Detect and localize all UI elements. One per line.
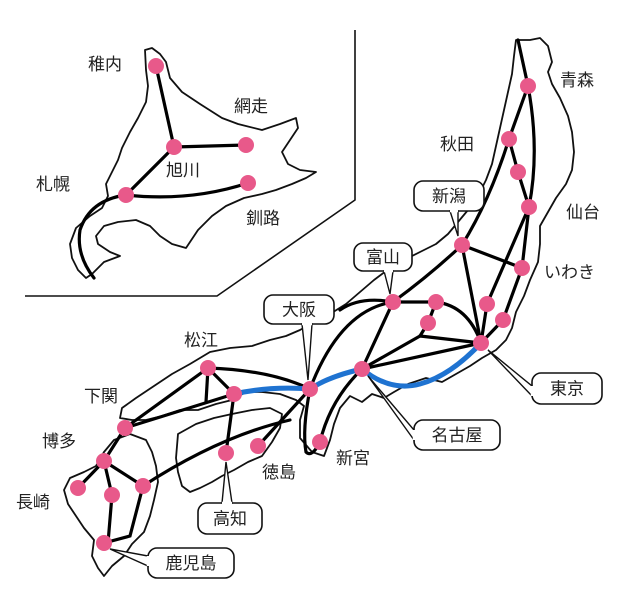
label-asahikawa: 旭川	[166, 161, 200, 181]
station-dot-kochi	[218, 445, 234, 461]
callout-label: 東京	[550, 380, 584, 400]
label-iwaki: いわき	[544, 263, 595, 283]
label-hakata: 博多	[42, 432, 76, 452]
callout-label: 高知	[213, 510, 247, 530]
label-sendai: 仙台	[566, 203, 600, 223]
station-dot-nagasaki	[70, 480, 86, 496]
callout-label: 新潟	[432, 187, 466, 207]
callout-nagoya: 名古屋	[367, 375, 501, 451]
station-dot-matsue	[200, 360, 216, 376]
station-dot-okayama	[226, 386, 242, 402]
station-dot-kumamoto	[104, 487, 120, 503]
callout-box	[263, 294, 335, 325]
inset-frame	[25, 30, 356, 297]
station-dot-shimonoseki	[117, 420, 133, 436]
callout-label: 富山	[366, 248, 400, 268]
station-dot-iwaki	[514, 260, 530, 276]
station-dot-tokushima	[250, 438, 266, 454]
station-dot-kagoshima	[96, 535, 112, 551]
station-dot-tokyo	[473, 335, 489, 351]
hokkaido-coastline	[69, 47, 317, 279]
callout-kagoshima: 鹿児島	[109, 547, 235, 579]
callout-box	[353, 242, 413, 272]
label-shimonoseki: 下関	[84, 387, 118, 407]
station-dot-matsumoto	[420, 315, 436, 331]
stations	[70, 58, 537, 551]
label-aomori: 青森	[560, 71, 594, 91]
station-dot-abashiri	[238, 137, 254, 153]
station-dot-niigata	[454, 237, 470, 253]
callout-toyama: 富山	[353, 242, 413, 295]
callout-osaka: 大阪	[263, 294, 335, 381]
station-dot-shingu	[312, 434, 328, 450]
label-kushiro: 釧路	[246, 209, 280, 229]
station-dot-oita	[135, 478, 151, 494]
station-dot-akita	[501, 131, 517, 147]
station-dot-aomori	[520, 78, 536, 94]
label-matsue: 松江	[184, 331, 218, 351]
station-dot-utsunomiya	[479, 296, 495, 312]
station-dot-osaka	[302, 381, 318, 397]
label-akita: 秋田	[440, 135, 474, 155]
callout-tokyo: 東京	[487, 349, 603, 405]
label-nagasaki: 長崎	[16, 493, 50, 513]
station-dot-asahikawa	[166, 139, 182, 155]
station-dot-morioka	[510, 164, 526, 180]
callout-kochi: 高知	[197, 461, 263, 535]
label-wakkanai: 稚内	[88, 55, 122, 75]
label-tokushima: 徳島	[262, 463, 296, 483]
station-dot-nagoya	[354, 361, 370, 377]
station-dot-hakata	[96, 453, 112, 469]
callout-label: 鹿児島	[166, 554, 217, 574]
callout-niigata: 新潟	[413, 180, 485, 237]
station-dot-mito	[495, 312, 511, 328]
station-dot-sapporo	[118, 187, 134, 203]
station-dot-sendai	[521, 199, 537, 215]
callout-pointer	[487, 349, 533, 398]
station-dot-toyama	[385, 294, 401, 310]
label-sapporo: 札幌	[36, 175, 70, 195]
label-abashiri: 網走	[234, 97, 268, 117]
callout-label: 名古屋	[432, 426, 483, 446]
label-shingu: 新宮	[336, 449, 370, 469]
callout-label: 大阪	[282, 301, 316, 321]
station-dot-wakkanai	[148, 58, 164, 74]
station-dot-nagano	[428, 294, 444, 310]
callout-box	[413, 180, 485, 212]
station-dot-kushiro	[240, 175, 256, 191]
